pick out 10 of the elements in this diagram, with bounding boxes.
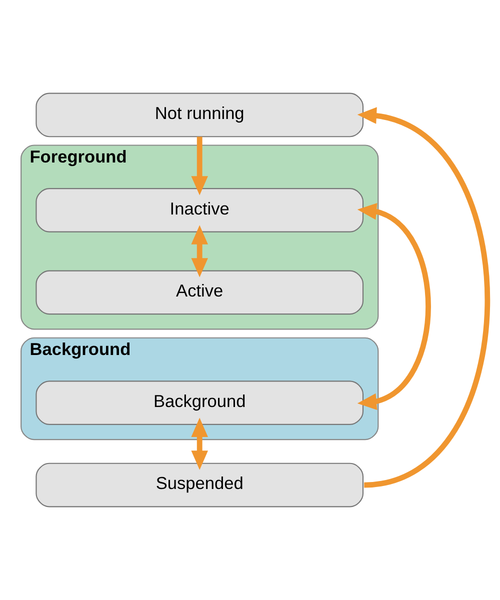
node-box: Not running [36, 92, 364, 138]
node-box: Suspended [36, 462, 364, 508]
arrow [191, 225, 208, 278]
node-box: Background [36, 380, 364, 425]
arrow [191, 136, 208, 196]
arrow [191, 418, 208, 470]
arrow [357, 107, 490, 488]
arrow [357, 202, 431, 410]
node-box: Active [36, 270, 364, 315]
node-box: Inactive [36, 188, 364, 232]
